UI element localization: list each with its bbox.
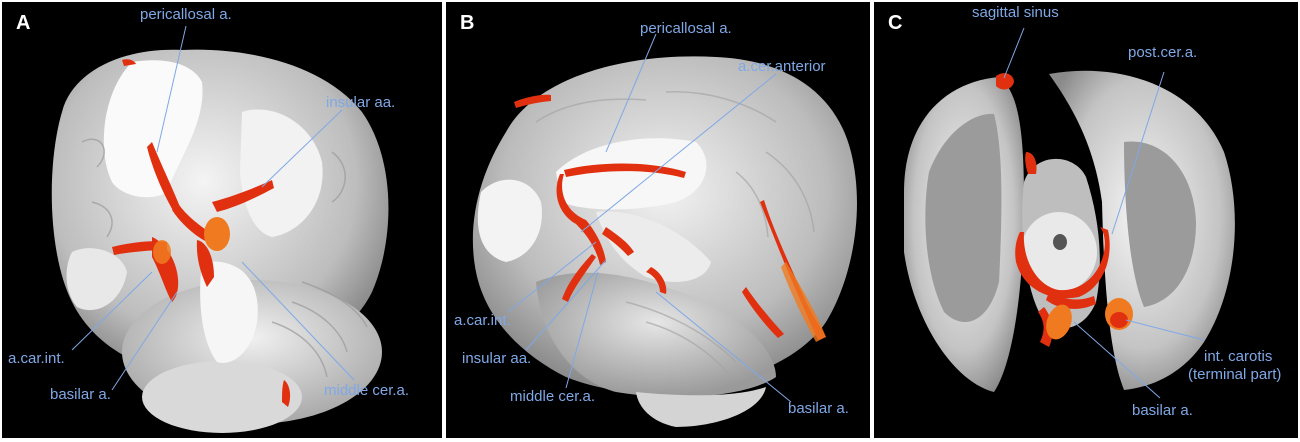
label-basilar-a: basilar a. [50, 386, 111, 403]
label-int-carotis-terminal-c: (terminal part) [1188, 366, 1282, 383]
panel-letter-b: B [460, 12, 475, 34]
brain-rendering-a [51, 25, 389, 433]
label-insular-a: insular aa. [326, 94, 396, 111]
leader-lines-c [1003, 27, 1205, 399]
brain-rendering-c [904, 27, 1235, 399]
label-middle-cer-b: middle cer.a. [510, 388, 596, 405]
leader-lines-a [71, 25, 355, 391]
label-middle-cer-a: middle cer.a. [324, 382, 410, 399]
leader-lines-b [507, 33, 792, 403]
label-car-int-a: a.car.int. [8, 350, 65, 367]
label-car-int-b: a.car.int. [454, 312, 511, 329]
panel-letter-a: A [16, 12, 31, 34]
label-basilar-c: basilar a. [1132, 402, 1193, 419]
panel-b: B pericallosal a. a.cer.anterior a.car.i… [446, 2, 870, 438]
panel-letter-c: C [888, 12, 903, 34]
brain-rendering-b [472, 33, 857, 427]
panel-a: A pericallosal a. insular aa. a.car.int.… [2, 2, 442, 438]
label-cer-anterior-b: a.cer.anterior [738, 58, 826, 75]
label-basilar-b: basilar a. [788, 400, 849, 417]
label-pericallosal-b: pericallosal a. [640, 20, 732, 37]
label-post-cer-c: post.cer.a. [1128, 44, 1198, 61]
label-int-carotis-c: int. carotis [1204, 348, 1273, 365]
label-sagittal-sinus-c: sagittal sinus [972, 4, 1059, 21]
label-pericallosal-a: pericallosal a. [140, 6, 232, 23]
label-insular-b: insular aa. [462, 350, 532, 367]
panel-c: C sagittal sinus post.cer.a. int. caroti… [874, 2, 1298, 438]
